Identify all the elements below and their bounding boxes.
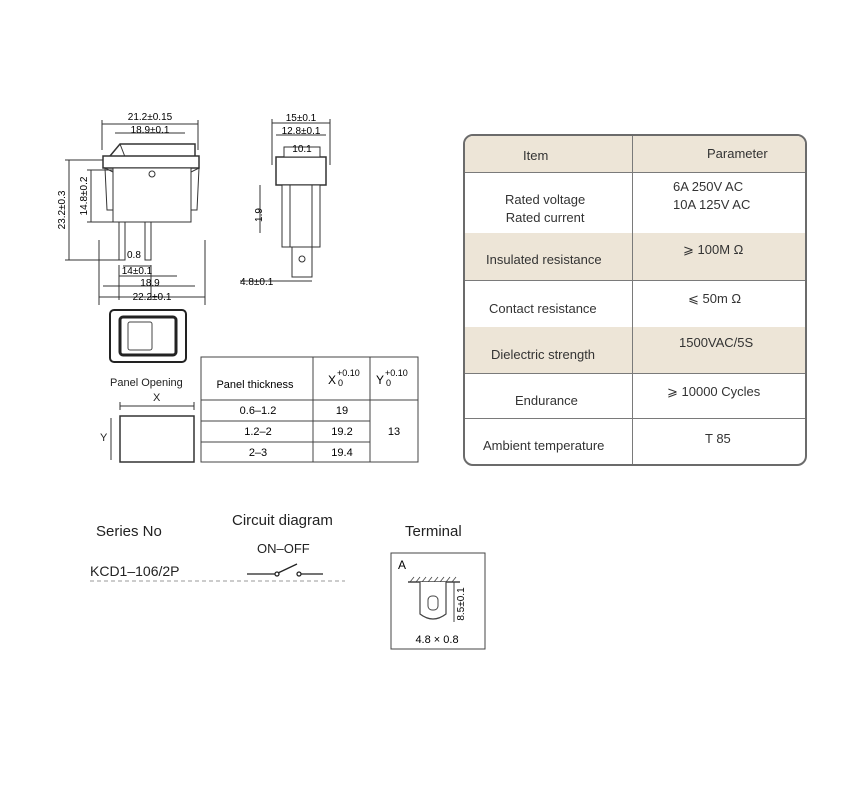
series-label: Series No bbox=[96, 523, 162, 540]
dim-top: 15±0.1 bbox=[286, 113, 317, 124]
series-dashed-line bbox=[90, 580, 345, 582]
row3-x: 19.4 bbox=[331, 447, 352, 459]
header-y: Y bbox=[376, 373, 384, 387]
item-contact: Contact resistance bbox=[489, 301, 597, 316]
dim-mid: 12.8±0.1 bbox=[282, 126, 321, 137]
item-insulated: Insulated resistance bbox=[486, 252, 602, 267]
param-endurance: ⩾ 10000 Cycles bbox=[667, 384, 761, 399]
row2-x: 19.2 bbox=[331, 426, 352, 438]
spec-row-contact: Contact resistance ⩽ 50m Ω bbox=[465, 280, 805, 328]
panel-opening-drawing bbox=[110, 402, 195, 463]
param-rated: 6A 250V AC 10A 125V AC bbox=[673, 179, 751, 212]
series-value: KCD1–106/2P bbox=[90, 563, 180, 579]
row2-thickness: 1.2–2 bbox=[244, 426, 272, 438]
terminal-size: 4.8 × 0.8 bbox=[415, 634, 458, 646]
terminal-label: Terminal bbox=[405, 523, 462, 540]
panel-x-label: X bbox=[153, 392, 161, 404]
spec-header-row: Item Parameter bbox=[465, 136, 805, 173]
dim-base: 18.9 bbox=[140, 278, 160, 289]
switch-side-drawing: 15±0.1 12.8±0.1 10.1 1.9 4.8±0.1 bbox=[240, 113, 331, 288]
spec-row-insulated: Insulated resistance ⩾ 100M Ω bbox=[465, 233, 805, 281]
header-x: X bbox=[328, 373, 336, 387]
param-contact: ⩽ 50m Ω bbox=[688, 291, 742, 306]
param-ambient: T 85 bbox=[705, 431, 731, 446]
header-y-zero: 0 bbox=[386, 378, 391, 388]
spec-row-dielectric: Dielectric strength 1500VAC/5S bbox=[465, 327, 805, 374]
param-dielectric: 1500VAC/5S bbox=[679, 335, 754, 350]
spec-table: Item Parameter Rated voltage Rated curre… bbox=[463, 134, 807, 466]
header-x-tol: +0.10 bbox=[337, 368, 360, 378]
dim-terminal: 4.8±0.1 bbox=[240, 277, 274, 288]
dim-body-height: 14.8±0.2 bbox=[79, 176, 90, 215]
dim-pin-spacing: 14±0.1 bbox=[122, 266, 153, 277]
item-dielectric: Dielectric strength bbox=[491, 347, 596, 362]
dim-inner-width: 18.9±0.1 bbox=[131, 125, 170, 136]
terminal-tag: A bbox=[398, 558, 406, 572]
spec-row-rated: Rated voltage Rated current 6A 250V AC 1… bbox=[465, 172, 805, 234]
row3-thickness: 2–3 bbox=[249, 447, 267, 459]
panel-opening-label: Panel Opening bbox=[110, 377, 183, 389]
header-item: Item bbox=[523, 148, 549, 163]
item-endurance: Endurance bbox=[515, 393, 578, 408]
dim-side: 1.9 bbox=[254, 208, 265, 222]
param-insulated: ⩾ 100M Ω bbox=[683, 242, 744, 257]
switch-top-view bbox=[109, 309, 187, 363]
circuit-switch-symbol bbox=[247, 563, 323, 577]
circuit-label: Circuit diagram bbox=[232, 512, 333, 529]
dim-inner: 10.1 bbox=[292, 144, 312, 155]
row1-thickness: 0.6–1.2 bbox=[240, 405, 277, 417]
item-rated: Rated voltage Rated current bbox=[505, 192, 586, 225]
terminal-height: 8.5±0.1 bbox=[456, 587, 467, 621]
spec-row-ambient: Ambient temperature T 85 bbox=[465, 418, 805, 464]
dim-overall-width: 21.2±0.15 bbox=[128, 112, 173, 123]
header-panel-thickness: Panel thickness bbox=[216, 379, 294, 391]
switch-front-drawing: 21.2±0.15 18.9±0.1 23.2±0.3 14.8±0.2 0.8… bbox=[57, 112, 206, 305]
header-parameter: Parameter bbox=[707, 146, 768, 161]
row1-x: 19 bbox=[336, 405, 348, 417]
circuit-value: ON–OFF bbox=[257, 541, 310, 556]
panel-y-label: Y bbox=[100, 432, 108, 444]
dim-bottom-width: 22.2±0.1 bbox=[133, 292, 172, 303]
panel-thickness-table: Panel thickness X +0.10 0 Y +0.10 0 0.6–… bbox=[200, 356, 419, 463]
y-value: 13 bbox=[388, 426, 400, 438]
terminal-drawing: A 8.5±0.1 4.8 × 0.8 bbox=[390, 552, 486, 650]
header-y-tol: +0.10 bbox=[385, 368, 408, 378]
dim-height: 23.2±0.3 bbox=[57, 190, 68, 229]
item-ambient: Ambient temperature bbox=[483, 438, 605, 453]
dim-pin: 0.8 bbox=[127, 250, 141, 261]
header-x-zero: 0 bbox=[338, 378, 343, 388]
spec-row-endurance: Endurance ⩾ 10000 Cycles bbox=[465, 373, 805, 419]
